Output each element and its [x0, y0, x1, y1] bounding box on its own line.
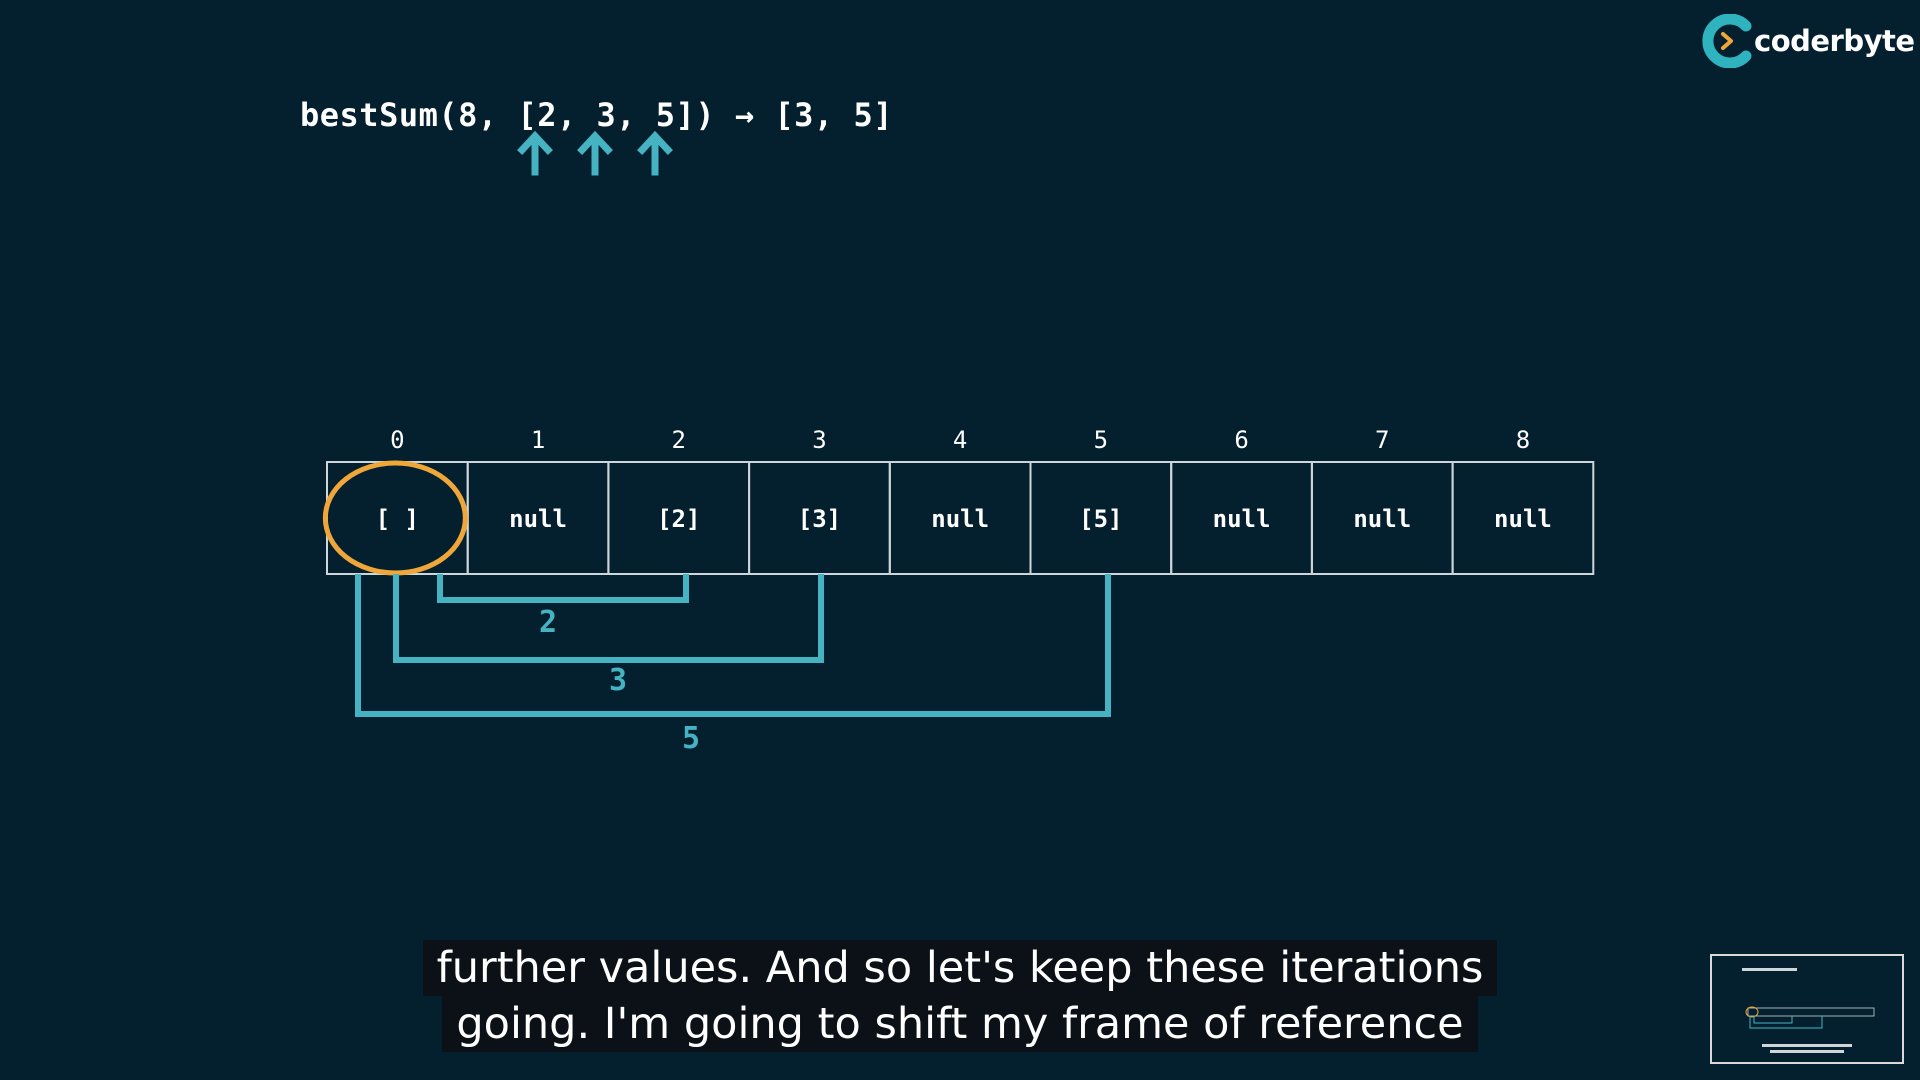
arrow-up-icon — [517, 130, 553, 176]
caption-line-2: going. I'm going to shift my frame of re… — [442, 996, 1478, 1052]
jump-label-2: 2 — [539, 605, 557, 640]
index-label-4: 4 — [953, 426, 967, 454]
table-cell-value-2: [2] — [657, 505, 700, 533]
function-call-text: bestSum(8, [2, 3, 5]) → [3, 5] — [300, 96, 893, 134]
logo-wordmark: coderbyte — [1754, 24, 1915, 58]
table-cell-value-6: null — [1213, 505, 1271, 533]
index-label-3: 3 — [812, 426, 826, 454]
thumbnail-preview-image — [1712, 956, 1902, 1062]
index-label-8: 8 — [1516, 426, 1530, 454]
arrow-up-icon — [637, 130, 673, 176]
table-cell-value-0: [ ] — [376, 505, 419, 533]
subtitle-caption: further values. And so let's keep these … — [0, 940, 1920, 1052]
caption-line-1: further values. And so let's keep these … — [422, 940, 1498, 996]
table-cell-value-4: null — [931, 505, 989, 533]
index-label-1: 1 — [531, 426, 545, 454]
jump-label-3: 3 — [609, 663, 627, 698]
index-label-5: 5 — [1094, 426, 1108, 454]
table-cell-value-7: null — [1353, 505, 1411, 533]
jump-label-5: 5 — [682, 721, 700, 756]
current-cell-highlight — [322, 460, 468, 576]
coderbyte-logo-icon — [1702, 14, 1752, 68]
table-cell-8 — [1451, 461, 1595, 575]
index-label-6: 6 — [1234, 426, 1248, 454]
video-thumbnail-preview[interactable] — [1710, 954, 1904, 1064]
arrow-up-icon — [577, 130, 613, 176]
table-cell-value-1: null — [509, 505, 567, 533]
jump-bracket-5 — [355, 574, 1111, 717]
jump-bracket-2 — [437, 574, 689, 603]
index-label-0: 0 — [390, 426, 404, 454]
jump-bracket-3 — [393, 574, 824, 663]
dp-table-diagram: 0 1 2 3 4 5 6 7 8 [ ] null [2] [3] null [5] null null nul… — [322, 130, 1595, 756]
table-cell-value-5: [5] — [1079, 505, 1122, 533]
index-label-7: 7 — [1375, 426, 1389, 454]
index-label-2: 2 — [672, 426, 686, 454]
table-cell-value-8: null — [1494, 505, 1552, 533]
table-cell-value-3: [3] — [798, 505, 841, 533]
coderbyte-logo: coderbyte — [1702, 14, 1915, 68]
